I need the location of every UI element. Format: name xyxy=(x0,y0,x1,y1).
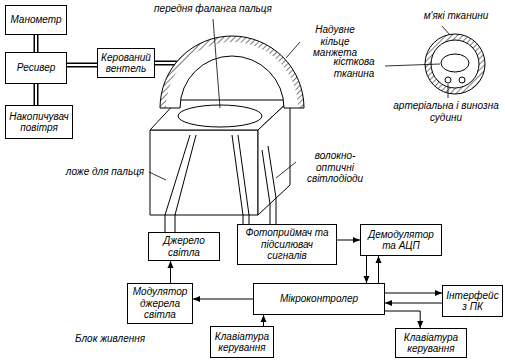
box-text: Джерело світла xyxy=(152,235,216,258)
leader-lines xyxy=(149,19,450,180)
keyboard-box: Клавіатура керування xyxy=(395,328,467,358)
signal-arrow xyxy=(385,311,423,328)
air-pipe xyxy=(36,84,37,105)
box-text: Фотоприймач та підсилювач сигналів xyxy=(241,227,333,262)
annotation-label: м'які тканини xyxy=(416,10,496,22)
annotation-label: кісткова тканина xyxy=(326,56,382,79)
gauge-box: Манометр xyxy=(5,5,67,35)
signal-arrow xyxy=(261,315,267,326)
microcontroller-box: Мікроконтролер xyxy=(253,283,385,315)
finger-phalanx xyxy=(178,105,262,127)
signal-arrow xyxy=(385,290,442,296)
box-text: Клавіатура керування xyxy=(214,331,270,354)
box-text: Накопичувач повітря xyxy=(9,111,69,134)
photodetector-box: Фотоприймач та підсилювач сигналів xyxy=(237,224,337,265)
pc-interface-box: Інтерфейс з ПК xyxy=(442,285,503,317)
valve-box: Керований вентель xyxy=(97,48,155,78)
annotation-label: волокно-оптичні світлодіоди xyxy=(298,150,372,185)
finger-bed xyxy=(150,100,290,215)
box-text: Керований вентель xyxy=(101,52,151,75)
box-text: Манометр xyxy=(10,14,61,26)
signal-arrow xyxy=(385,300,442,306)
light-source-box: Джерело світла xyxy=(148,232,220,261)
signal-arrow xyxy=(337,237,360,243)
annotation-label: Надувне кільце манжета xyxy=(300,24,370,59)
box-text: Ресивер xyxy=(17,62,56,74)
annotation-label: Блок живлення xyxy=(70,333,150,345)
box-text: Клавіатура керування xyxy=(399,332,463,355)
box-text: Модулятор джерела світла xyxy=(131,286,189,321)
signal-arrow xyxy=(376,256,382,283)
annotation-label: ложе для пальця xyxy=(62,166,148,178)
box-text: Демодулятор та АЦП xyxy=(364,229,438,252)
box-text: Інтерфейс з ПК xyxy=(446,290,499,313)
cuff-hatch xyxy=(160,36,304,108)
air-pipe xyxy=(67,65,97,66)
receiver-box: Ресивер xyxy=(5,52,67,84)
demodulator-box: Демодулятор та АЦП xyxy=(360,224,442,256)
air-pipe xyxy=(36,35,37,52)
signal-arrow xyxy=(364,256,370,283)
annotation-label: артеріальна і винозна судини xyxy=(390,100,502,123)
signal-arrow xyxy=(168,261,174,283)
signal-arrow xyxy=(193,296,253,302)
keyboard-box: Клавіатура керування xyxy=(210,326,274,358)
optical-fibers xyxy=(165,135,276,232)
modulator-box: Модулятор джерела світла xyxy=(127,283,193,324)
inflatable-cuff xyxy=(160,36,304,108)
box-text: Мікроконтролер xyxy=(280,293,358,305)
air-storage-box: Накопичувач повітря xyxy=(5,105,73,139)
annotation-label: передня фаланга пальця xyxy=(148,3,278,15)
